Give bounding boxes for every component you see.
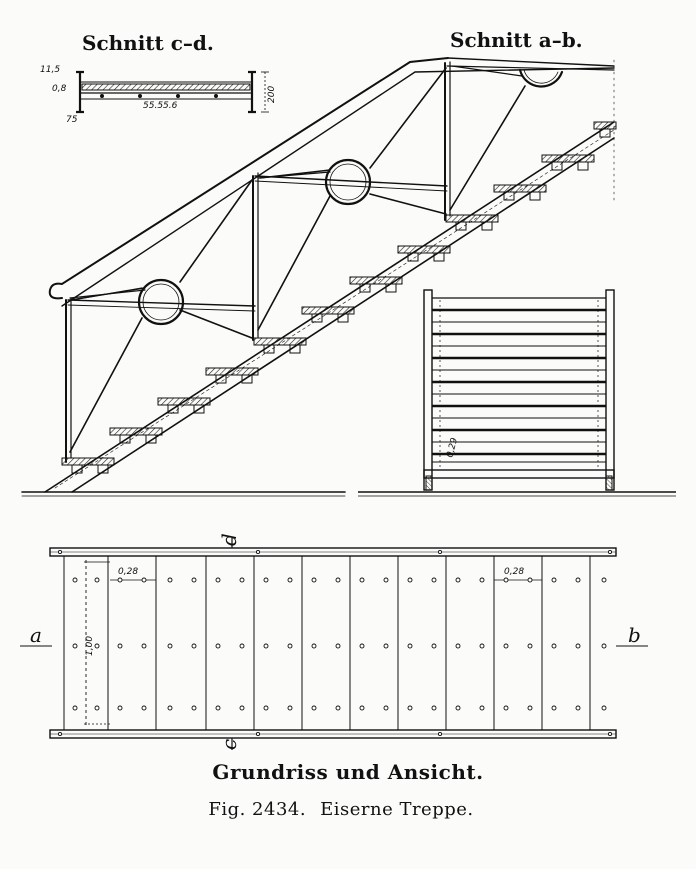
marker-b: b	[628, 623, 641, 647]
plan-rivets	[57, 549, 613, 737]
figure-title: Eiserne Treppe.	[320, 799, 474, 820]
dim-width: 1,00	[85, 636, 95, 656]
dim-200: 200	[267, 86, 277, 103]
plan-view	[20, 538, 648, 750]
dim-plan-left: 0,28	[118, 567, 138, 577]
figure-caption-main: Grundriss und Ansicht.	[212, 760, 484, 784]
dim-plan-right: 0,28	[504, 567, 524, 577]
dim-75: 75	[66, 115, 78, 125]
dim-11-5: 11,5	[40, 65, 60, 75]
side-view	[358, 289, 676, 497]
staircase-drawing: Schnitt c–d. Schnitt a–b. 11,5 0,8 75 55…	[20, 28, 676, 750]
section-title-ab: Schnitt a–b.	[450, 28, 583, 52]
section-title-cd: Schnitt c–d.	[82, 31, 214, 55]
marker-a: a	[30, 623, 42, 647]
dim-angle: 55.55.6	[143, 101, 178, 111]
marker-c: c	[217, 739, 241, 750]
figure-caption: Fig. 2434. Eiserne Treppe.	[0, 799, 696, 820]
marker-d: d	[217, 533, 241, 546]
dim-0-8: 0,8	[52, 84, 67, 94]
section-cd-detail	[76, 70, 269, 114]
dim-side: 0,29	[445, 437, 460, 459]
stair-treads	[61, 121, 617, 474]
figure-number: Fig. 2434.	[208, 799, 307, 820]
